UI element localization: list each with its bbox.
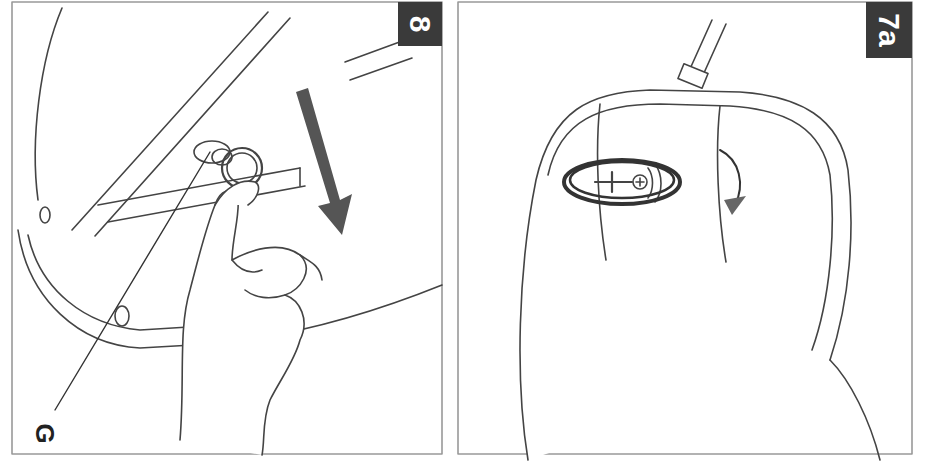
screw-shaft xyxy=(595,172,632,192)
seat-hole xyxy=(40,207,50,223)
panel-frame xyxy=(12,2,442,454)
panel-number: 7a xyxy=(866,2,912,58)
panel-number: 8 xyxy=(398,2,442,46)
pin-ring xyxy=(227,153,257,183)
seat-hole xyxy=(115,306,129,326)
rod-clip xyxy=(678,64,708,89)
seat-outline xyxy=(35,8,62,200)
frame-rail xyxy=(98,168,300,205)
leader-line xyxy=(55,152,210,410)
panel-number-text: 7a xyxy=(874,13,904,46)
frame-rail xyxy=(299,168,301,186)
screw xyxy=(633,175,647,189)
turn-arrow xyxy=(720,150,740,205)
rotation-arrow xyxy=(570,162,674,198)
hand-finger xyxy=(232,260,262,272)
hand-thumb xyxy=(300,255,322,280)
panel-number-text: 8 xyxy=(405,16,435,33)
hand-finger xyxy=(215,181,259,205)
device-body xyxy=(548,104,832,350)
pull-arrow xyxy=(296,88,352,235)
hand xyxy=(180,191,306,455)
rotation-arrow xyxy=(564,160,680,204)
seat-outline xyxy=(28,235,205,330)
part-label: G xyxy=(29,423,60,443)
frame-rail xyxy=(108,186,305,222)
frame-rail xyxy=(345,40,412,80)
screw xyxy=(636,178,644,186)
turn-arrowhead xyxy=(724,196,746,215)
hand-finger xyxy=(245,290,285,298)
frame-rail xyxy=(72,12,268,230)
device-body xyxy=(520,90,851,460)
device-body xyxy=(830,360,880,460)
frame-rail xyxy=(95,18,290,236)
